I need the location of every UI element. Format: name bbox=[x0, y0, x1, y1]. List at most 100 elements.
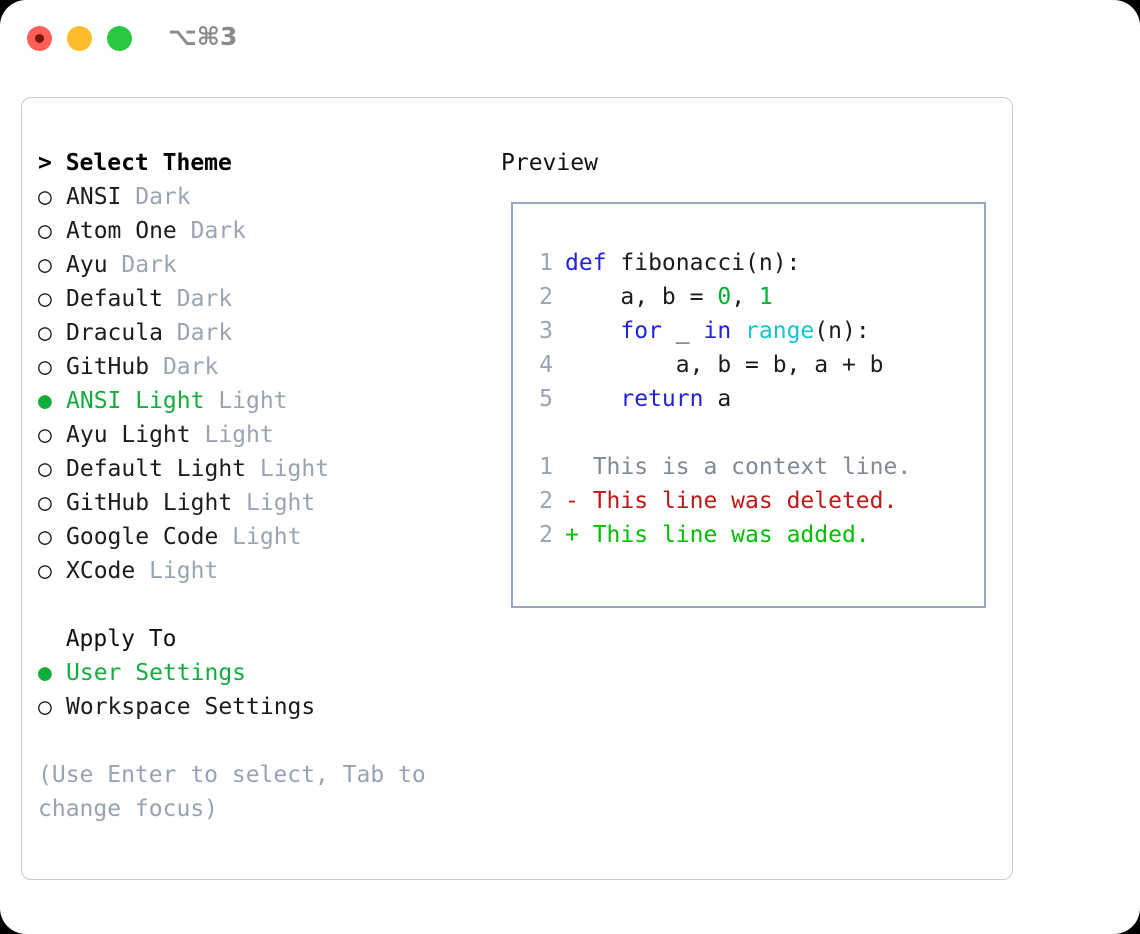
theme-item-variant: Dark bbox=[107, 252, 177, 278]
code-line: 4 a, b = b, a + b bbox=[531, 348, 984, 382]
apply-to-option[interactable]: ○ Workspace Settings bbox=[38, 690, 468, 724]
code-token: for bbox=[620, 318, 662, 344]
theme-item-variant: Dark bbox=[162, 320, 233, 346]
code-line: 3 for _ in range(n): bbox=[531, 314, 984, 348]
line-number: 4 bbox=[539, 352, 553, 378]
code-diff-separator bbox=[531, 416, 984, 450]
keyboard-hint: (Use Enter to select, Tab to change focu… bbox=[38, 762, 440, 822]
radio-unselected-icon: ○ bbox=[38, 320, 52, 346]
theme-item[interactable]: ○Default Dark bbox=[38, 282, 468, 316]
apply-to-group: Apply To ●User Settings ○ Workspace Settin… bbox=[38, 622, 468, 724]
line-number: 2 bbox=[539, 284, 553, 310]
radio-unselected-icon: ○ bbox=[38, 490, 52, 516]
diff-line: 2+ This line was added. bbox=[531, 518, 984, 552]
theme-item-variant: Light bbox=[246, 456, 330, 482]
theme-item-variant: Light bbox=[135, 558, 219, 584]
code-line: 5 return a bbox=[531, 382, 984, 416]
theme-item[interactable]: ○ Google Code Light bbox=[38, 520, 468, 554]
theme-item-label: Atom One bbox=[66, 218, 177, 244]
theme-item-variant: Dark bbox=[176, 218, 247, 244]
diff-line: 2- This line was deleted. bbox=[531, 484, 984, 518]
diff-marker bbox=[565, 454, 579, 480]
apply-to-option[interactable]: ●User Settings bbox=[38, 656, 468, 690]
diff-text: This is a context line. bbox=[578, 454, 912, 480]
diff-text: This line was added. bbox=[578, 522, 870, 548]
radio-selected-icon: ● bbox=[38, 388, 52, 414]
radio-unselected-icon: ○ bbox=[38, 354, 52, 380]
theme-item[interactable]: ○ GitHub Light Light bbox=[38, 486, 468, 520]
code-token: a bbox=[703, 386, 732, 412]
radio-unselected-icon: ○ bbox=[38, 422, 52, 448]
theme-item-label: Ayu bbox=[66, 252, 108, 278]
theme-picker: > Select Theme ○ANSI Dark○Atom One Dark○… bbox=[38, 146, 468, 826]
theme-item[interactable]: ○ ANSI Dark bbox=[38, 180, 468, 214]
code-token: _ bbox=[661, 318, 704, 344]
apply-to-option-label: User Settings bbox=[66, 660, 247, 686]
code-token: return bbox=[620, 386, 704, 412]
theme-item-variant: Light bbox=[232, 490, 316, 516]
radio-unselected-icon: ○ bbox=[38, 694, 52, 720]
theme-item[interactable]: ○ Ayu Dark bbox=[38, 248, 468, 282]
theme-item-variant: Dark bbox=[121, 184, 191, 210]
code-token: a, b = bbox=[565, 284, 718, 310]
line-number: 2 bbox=[539, 488, 553, 514]
theme-item[interactable]: ○ Ayu Light Light bbox=[38, 418, 468, 452]
theme-picker-header: > Select Theme bbox=[38, 150, 232, 176]
theme-item-variant: Light bbox=[190, 422, 274, 448]
theme-item-label: Google Code bbox=[66, 524, 219, 550]
preview-title: Preview bbox=[501, 150, 598, 176]
radio-unselected-icon: ○ bbox=[38, 218, 52, 244]
code-token: a, b = b, a + b bbox=[565, 352, 884, 378]
theme-item-variant: Dark bbox=[149, 354, 219, 380]
line-number: 3 bbox=[539, 318, 553, 344]
apply-to-list: ●User Settings ○ Workspace Settings bbox=[38, 656, 468, 724]
diff-text: This line was deleted. bbox=[578, 488, 898, 514]
close-button[interactable] bbox=[27, 26, 52, 51]
line-number: 1 bbox=[539, 250, 553, 276]
theme-item-label: XCode bbox=[66, 558, 136, 584]
diff-marker: + bbox=[565, 522, 579, 548]
window-shortcut-label: ⌥⌘3 bbox=[168, 22, 238, 51]
diff-sample: 1 This is a context line.2- This line wa… bbox=[531, 450, 984, 552]
theme-item[interactable]: ○ Default Light Light bbox=[38, 452, 468, 486]
diff-line: 1 This is a context line. bbox=[531, 450, 984, 484]
content-panel: > Select Theme ○ANSI Dark○Atom One Dark○… bbox=[21, 97, 1013, 880]
code-token: 1 bbox=[758, 284, 773, 310]
code-token: in bbox=[703, 318, 732, 344]
theme-list: ○ANSI Dark○Atom One Dark○Ayu Dark○Defaul… bbox=[38, 180, 468, 588]
theme-item-label: ANSI bbox=[66, 184, 122, 210]
minimize-button[interactable] bbox=[67, 26, 92, 51]
radio-unselected-icon: ○ bbox=[38, 184, 52, 210]
radio-unselected-icon: ○ bbox=[38, 524, 52, 550]
radio-unselected-icon: ○ bbox=[38, 558, 52, 584]
code-token: , bbox=[731, 284, 759, 310]
theme-item-label: GitHub Light bbox=[66, 490, 233, 516]
theme-item[interactable]: ●ANSI Light Light bbox=[38, 384, 468, 418]
line-number: 5 bbox=[539, 386, 553, 412]
code-line: 2 a, b = 0, 1 bbox=[531, 280, 984, 314]
theme-item-variant: Light bbox=[218, 524, 302, 550]
theme-item-label: Ayu Light bbox=[66, 422, 191, 448]
theme-item-label: GitHub bbox=[66, 354, 150, 380]
preview-section: Preview bbox=[501, 146, 991, 180]
radio-unselected-icon: ○ bbox=[38, 252, 52, 278]
theme-item[interactable]: ○Dracula Dark bbox=[38, 316, 468, 350]
code-token bbox=[565, 386, 620, 412]
apply-to-option-label: Workspace Settings bbox=[66, 694, 316, 720]
theme-item-label: Default bbox=[66, 286, 163, 312]
apply-to-header: Apply To bbox=[38, 626, 177, 652]
theme-item[interactable]: ○ XCode Light bbox=[38, 554, 468, 588]
code-token: (n): bbox=[814, 318, 870, 344]
theme-item-variant: Dark bbox=[162, 286, 233, 312]
code-token bbox=[731, 318, 745, 344]
radio-unselected-icon: ○ bbox=[38, 456, 52, 482]
theme-item-label: Default Light bbox=[66, 456, 247, 482]
code-token: 0 bbox=[717, 284, 732, 310]
theme-item[interactable]: ○ GitHub Dark bbox=[38, 350, 468, 384]
theme-item[interactable]: ○ Atom One Dark bbox=[38, 214, 468, 248]
maximize-button[interactable] bbox=[107, 26, 132, 51]
